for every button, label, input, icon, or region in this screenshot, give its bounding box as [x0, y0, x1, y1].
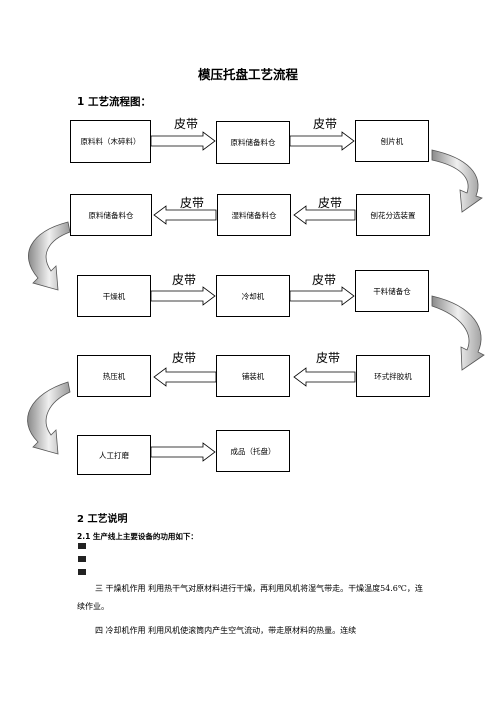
belt-label: 皮带 — [313, 117, 338, 131]
box-hot-press: 热压机 — [77, 355, 151, 397]
belt-label: 皮带 — [312, 273, 337, 287]
section-2-1-text: 生产线上主要设备的功用如下： — [92, 532, 198, 541]
belt-label: 皮带 — [318, 196, 343, 210]
box-planer-sorter: 刨花分选装置 — [356, 194, 430, 236]
box-spreader: 铺装机 — [216, 355, 290, 397]
box-wet-silo: 湿料储备料仓 — [217, 194, 291, 236]
arrow-left-icon — [293, 205, 356, 225]
arrow-right-icon — [150, 286, 216, 306]
belt-label: 皮带 — [174, 117, 199, 131]
box-chipper: 刨片机 — [355, 120, 429, 162]
box-raw-material: 原料料（木碎料） — [70, 120, 151, 163]
box-finished-product: 成品（托盘） — [216, 430, 290, 472]
curved-arrow-icon — [27, 381, 71, 455]
section-2-heading: 2 工艺说明 — [77, 514, 128, 525]
belt-label: 皮带 — [172, 273, 197, 287]
curved-arrow-icon — [431, 295, 485, 371]
curved-arrow-icon — [28, 221, 71, 291]
box-dryer: 干燥机 — [77, 275, 151, 317]
belt-label: 皮带 — [316, 351, 341, 365]
box-cooler: 冷却机 — [216, 275, 290, 317]
arrow-left-icon — [153, 205, 217, 225]
redaction-bar — [78, 556, 86, 562]
arrow-right-icon — [150, 442, 216, 462]
section-1-heading: 1 工艺流程图： — [77, 96, 151, 108]
box-raw-silo-2: 原料储备料仓 — [70, 194, 152, 236]
box-manual-sanding: 人工打磨 — [77, 435, 151, 475]
box-raw-silo-1: 原料储备料仓 — [216, 121, 290, 164]
redaction-bar — [78, 569, 86, 575]
arrow-right-icon — [289, 131, 355, 151]
curved-arrow-icon — [431, 149, 483, 213]
paragraph-dryer: 三 干燥机作用 利用热干气对原材料进行干燥，再利用风机将湿气带走。干燥温度54.… — [77, 584, 423, 611]
belt-label: 皮带 — [172, 351, 197, 365]
arrow-right-icon — [289, 286, 355, 306]
belt-label: 皮带 — [180, 196, 205, 210]
arrow-right-icon — [150, 131, 216, 151]
section-2-1-number: 2.1 — [77, 532, 91, 541]
box-ring-blender: 环式拌胶机 — [356, 355, 430, 397]
redaction-bar — [78, 543, 86, 549]
arrow-left-icon — [153, 367, 217, 387]
box-dry-silo: 干料储备仓 — [355, 270, 429, 312]
section-2-1-heading: 2.1 生产线上主要设备的功用如下： — [77, 531, 198, 542]
document-title: 模压托盘工艺流程 — [197, 67, 298, 82]
paragraph-cooler: 四 冷却机作用 利用风机使滚筒内产生空气流动，带走原材料的热量。连续 — [95, 626, 357, 635]
arrow-left-icon — [293, 367, 356, 387]
